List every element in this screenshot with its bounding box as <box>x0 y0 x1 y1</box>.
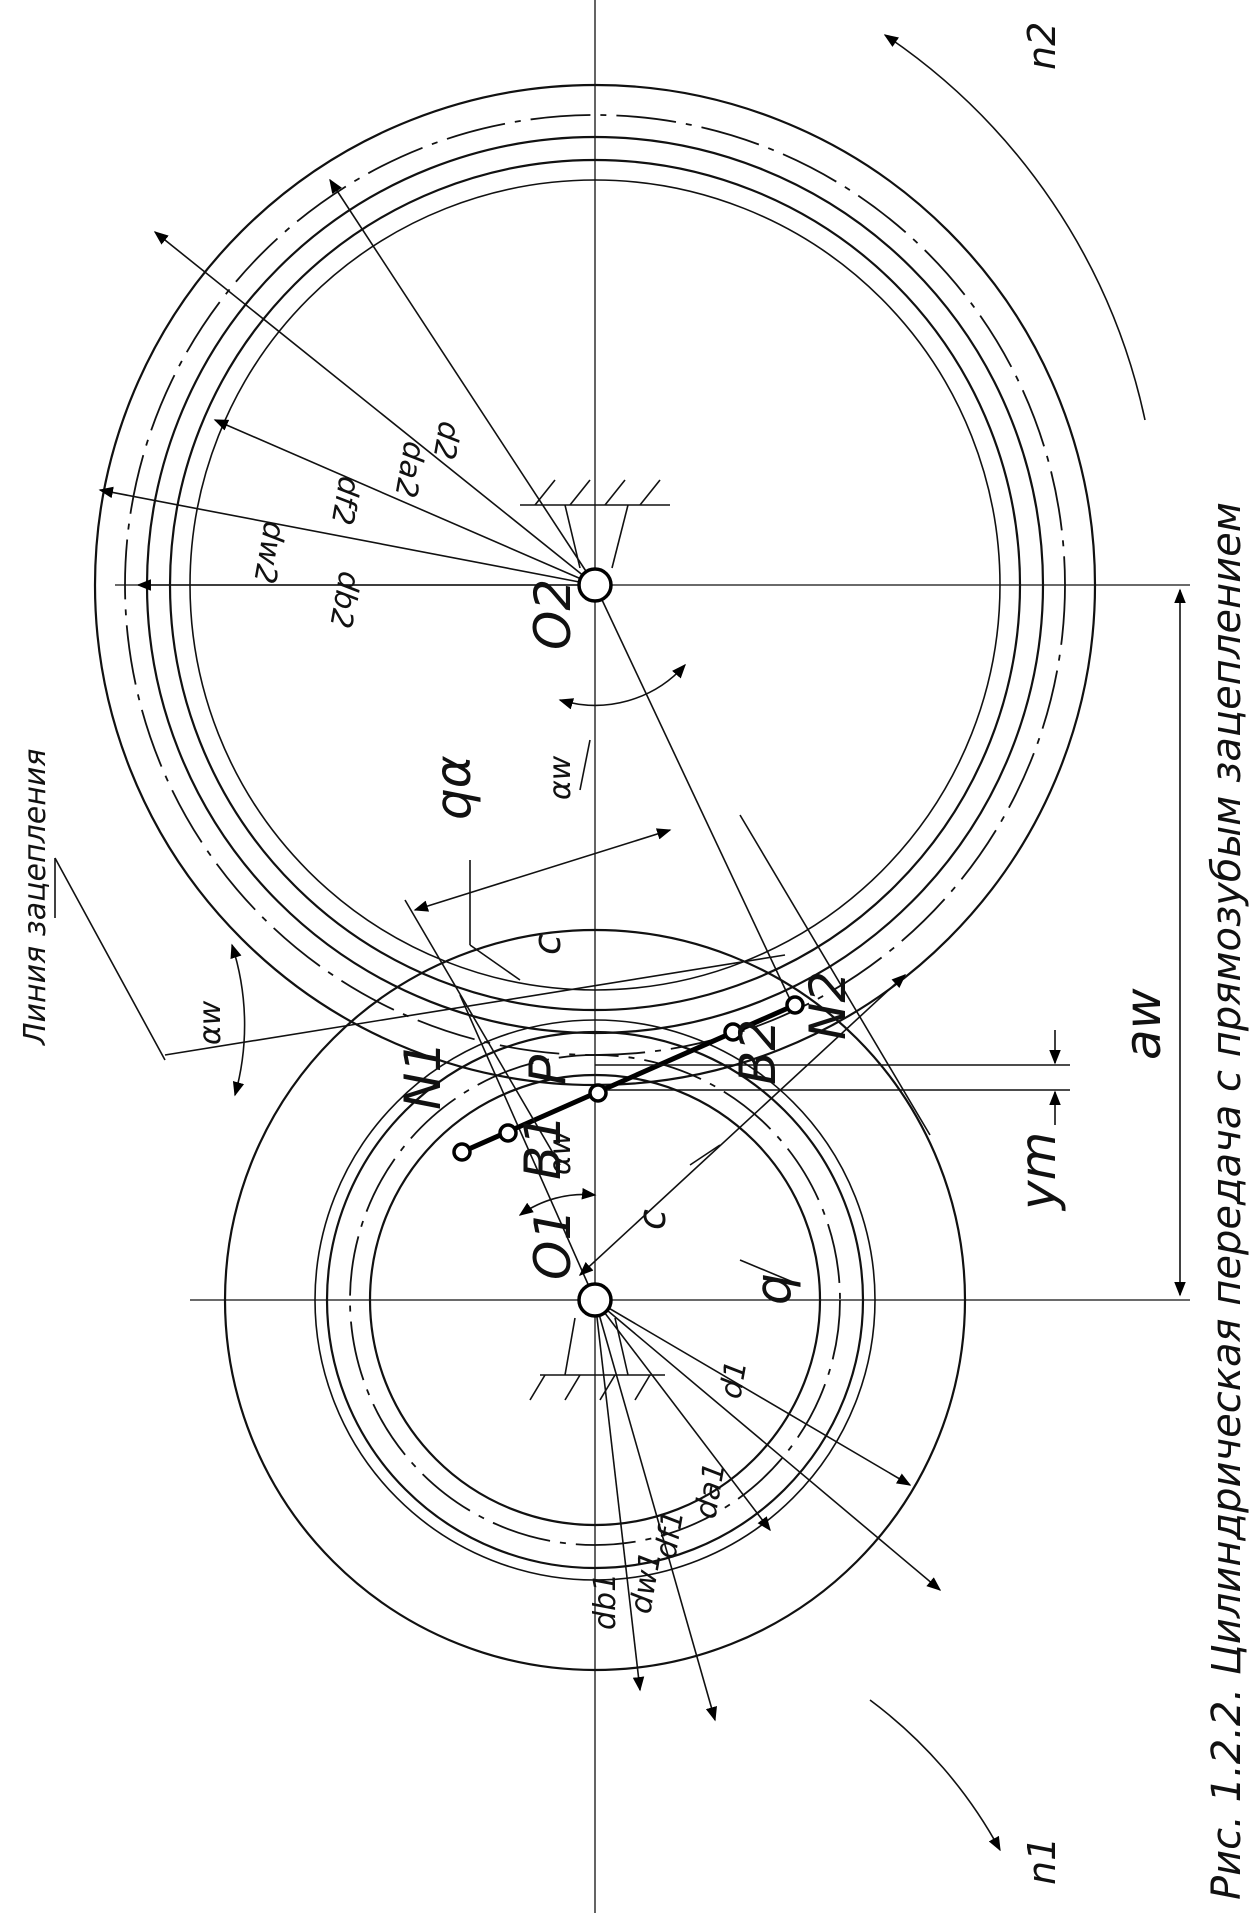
label-dw2: dw2 <box>246 519 291 587</box>
label-O1: O1 <box>524 1209 582 1280</box>
label-P: P <box>519 1054 577 1085</box>
label-df2: df2 <box>324 474 367 528</box>
label-c-top: c <box>525 934 569 955</box>
label-n2: n2 <box>1020 22 1064 70</box>
gear2-support <box>520 479 670 569</box>
label-q: q <box>744 1273 802 1305</box>
point-N1 <box>452 1142 472 1162</box>
rotation-arc-n1 <box>869 1699 1001 1852</box>
label-aw-top: αw <box>543 755 578 800</box>
label-center-distance: aw <box>1114 988 1172 1060</box>
label-N1: N1 <box>394 1041 452 1110</box>
label-line-of-action: Линия зацепления <box>18 749 53 1046</box>
label-dw1: dw1 <box>623 1549 668 1617</box>
gear1-radii <box>594 1299 942 1722</box>
label-df1: df1 <box>648 1507 691 1561</box>
point-B1 <box>498 1123 518 1143</box>
label-aw-left: αw <box>193 1000 228 1045</box>
gear1-addendum-circle <box>223 928 967 1672</box>
label-db2: db2 <box>322 569 366 631</box>
line-of-action-group <box>164 584 1070 1301</box>
label-c-bottom: c <box>630 1209 674 1230</box>
center-O2 <box>577 567 613 603</box>
label-B1: B1 <box>514 1114 572 1180</box>
gear2-radii <box>98 178 596 591</box>
gear1-support <box>529 1317 665 1401</box>
line-of-action <box>164 954 786 1056</box>
label-aw-center: αw <box>543 1130 578 1175</box>
label-B2: B2 <box>729 1019 787 1085</box>
label-O2: O2 <box>524 579 582 650</box>
label-qa: qα <box>424 755 482 820</box>
figure-caption: Рис. 1.2.2. Цилиндрическая передача с пр… <box>1204 502 1250 1900</box>
labels: n2 n1 d2 da2 df2 dw2 db2 O2 O1 qα αw αw … <box>18 22 1250 1900</box>
label-da1: da1 <box>688 1460 732 1522</box>
point-P <box>588 1083 608 1103</box>
q-dimension <box>578 974 907 1276</box>
label-n1: n1 <box>1020 1837 1064 1885</box>
label-da2: da2 <box>387 439 431 501</box>
rotation-arc-n2 <box>883 34 1146 421</box>
label-ym: ym <box>1009 1132 1067 1212</box>
label-N2: N2 <box>799 971 857 1040</box>
qa-dimension <box>413 828 672 912</box>
label-db1: db1 <box>588 1573 623 1630</box>
label-d2: d2 <box>425 419 466 463</box>
center-O1 <box>577 1282 613 1318</box>
label-d1: d1 <box>713 1358 754 1402</box>
